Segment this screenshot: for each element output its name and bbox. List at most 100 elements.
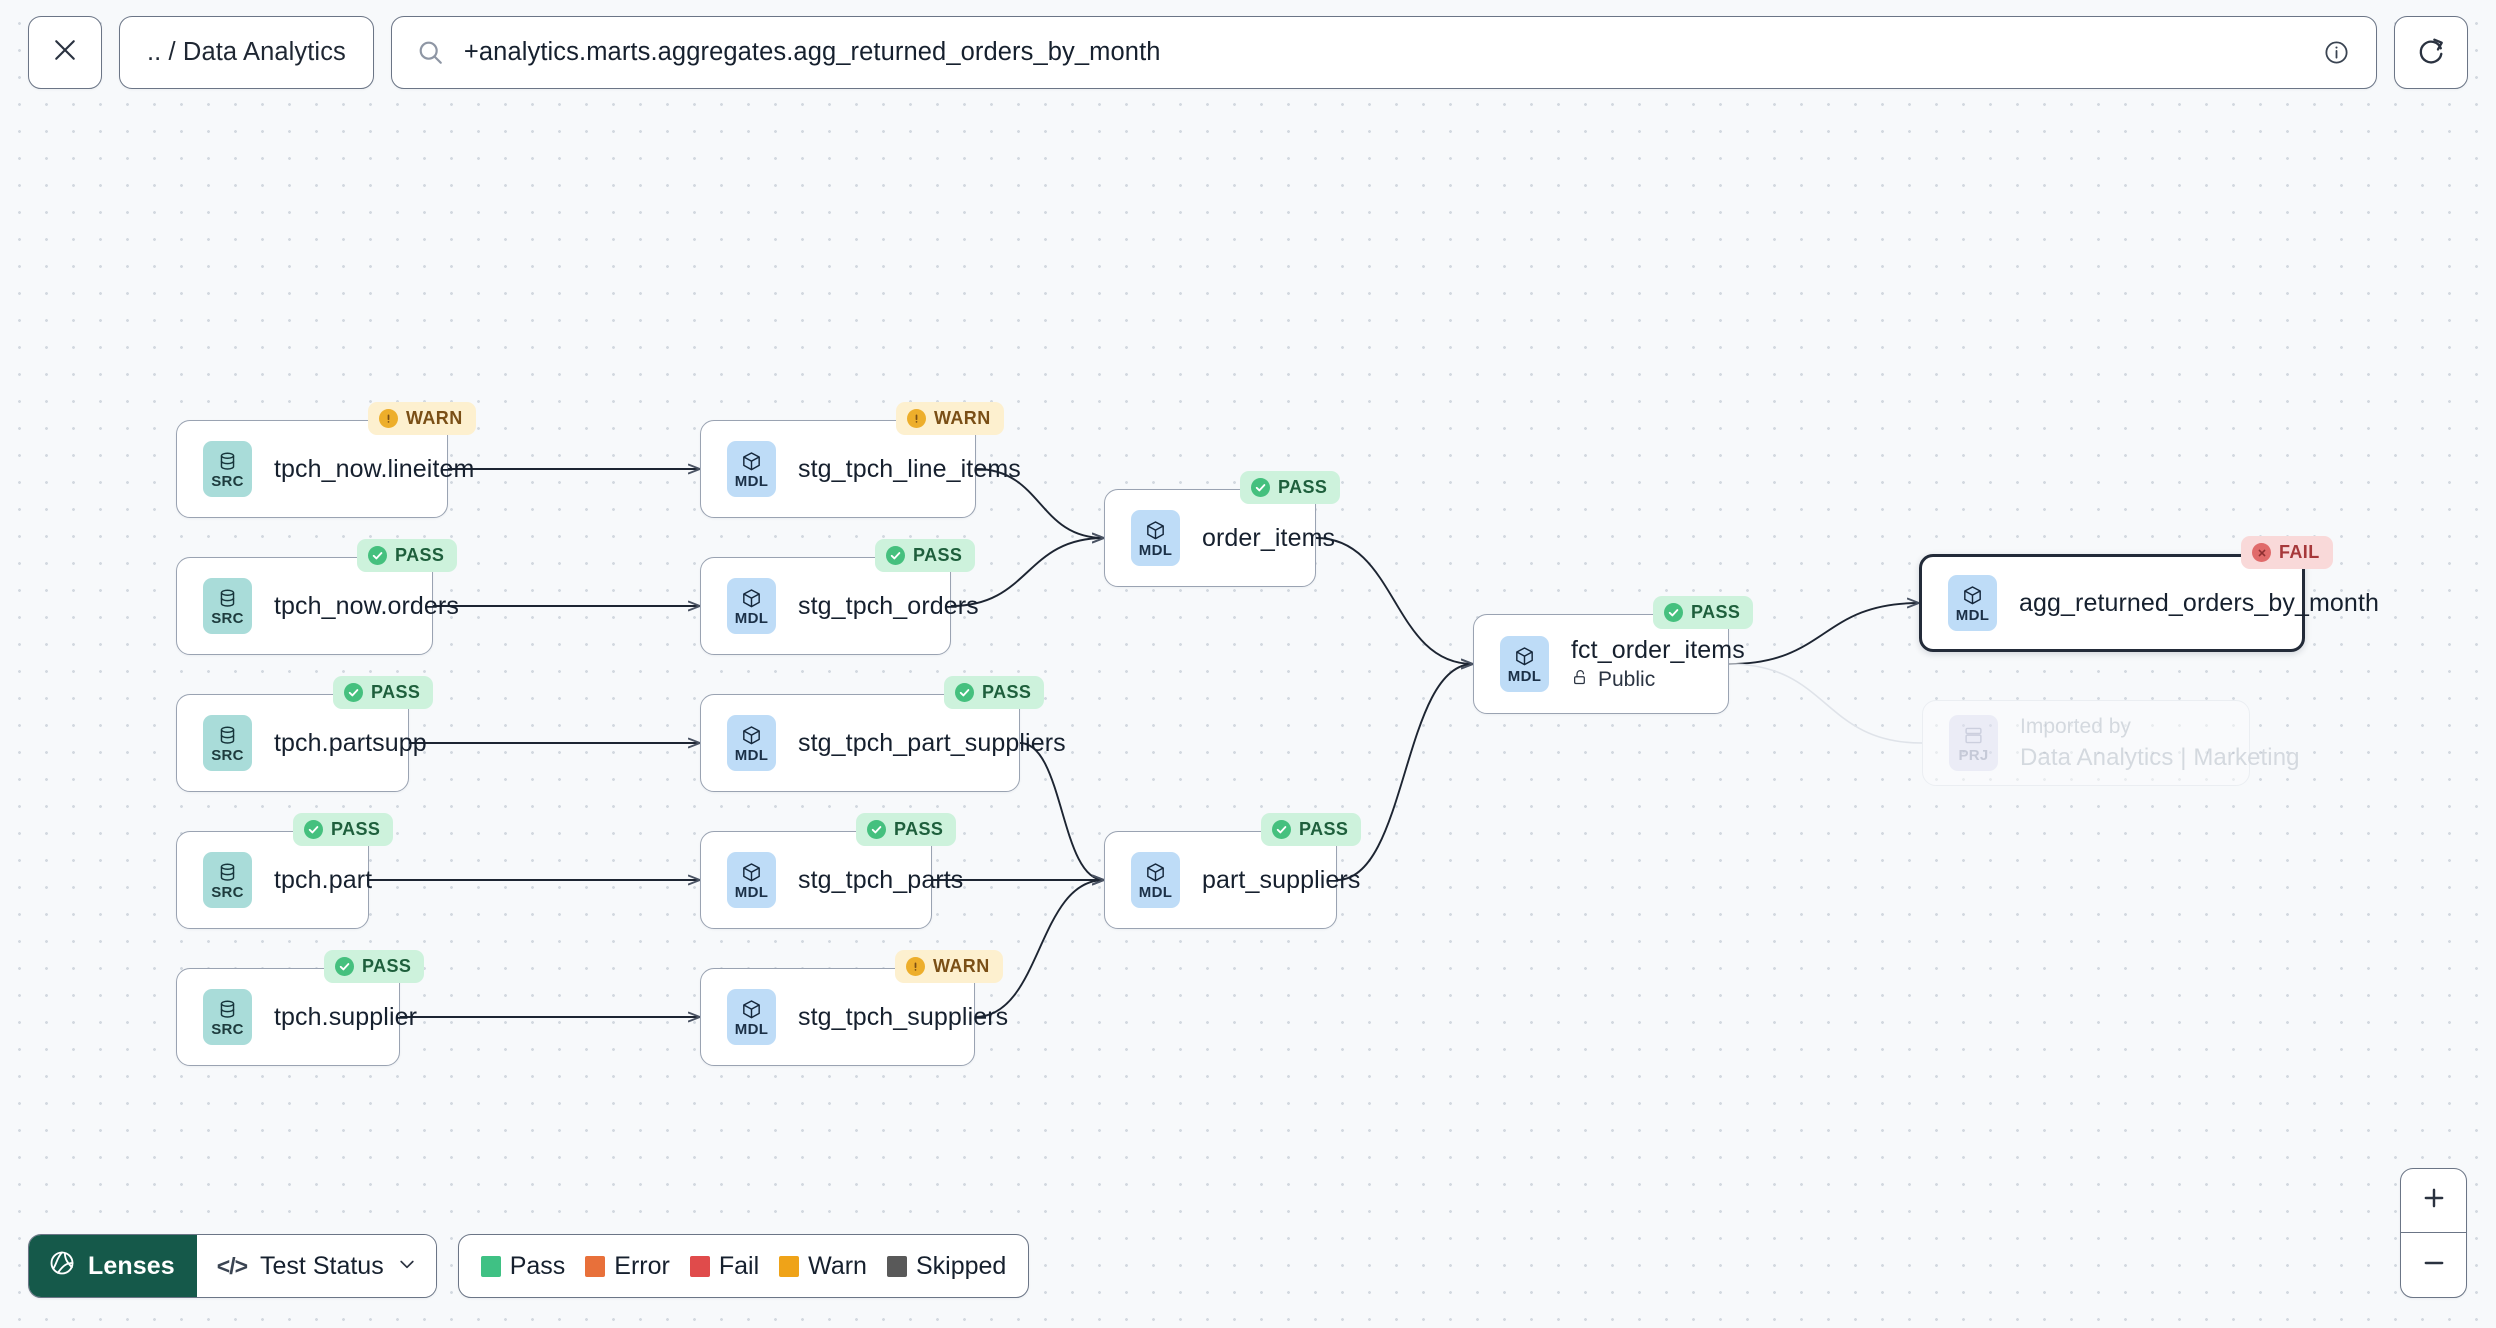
graph-node-agg_returned[interactable]: MDL agg_returned_orders_by_month bbox=[1919, 554, 2379, 652]
status-icon bbox=[1272, 820, 1291, 839]
status-label: PASS bbox=[1691, 602, 1741, 622]
node-text: fct_order_items Public bbox=[1571, 636, 1745, 693]
search-icon bbox=[416, 38, 445, 67]
legend-label: Warn bbox=[808, 1251, 867, 1280]
status-legend: Pass Error Fail Warn Skipped bbox=[457, 1234, 1030, 1298]
legend-swatch bbox=[886, 1255, 907, 1277]
graph-edge bbox=[974, 880, 1104, 1018]
status-badge-pass: PASS bbox=[324, 950, 425, 983]
node-title: tpch.partsupp bbox=[274, 728, 427, 757]
mdl-type-icon: MDL bbox=[727, 715, 776, 771]
search-bar[interactable] bbox=[390, 16, 2377, 89]
legend-item-pass[interactable]: Pass bbox=[480, 1251, 566, 1281]
status-label: PASS bbox=[1278, 477, 1328, 497]
lens-group: Lenses </> Test Status bbox=[28, 1234, 437, 1298]
node-text: order_items bbox=[1202, 524, 1335, 553]
mdl-type-icon: MDL bbox=[1948, 575, 1997, 631]
info-icon[interactable] bbox=[2323, 39, 2350, 66]
graph-edge bbox=[950, 538, 1104, 607]
status-icon bbox=[955, 683, 974, 702]
node-text: stg_tpch_orders bbox=[798, 592, 979, 621]
mdl-type-icon: MDL bbox=[727, 441, 776, 497]
node-title: agg_returned_orders_by_month bbox=[2019, 588, 2379, 617]
status-icon bbox=[906, 957, 925, 976]
status-badge-pass: PASS bbox=[293, 813, 394, 846]
node-title: tpch_now.orders bbox=[274, 591, 459, 620]
status-badge-pass: PASS bbox=[1240, 471, 1341, 504]
status-label: WARN bbox=[934, 408, 991, 428]
status-badge-pass: PASS bbox=[357, 539, 458, 572]
legend-label: Pass bbox=[509, 1251, 566, 1280]
src-type-icon: SRC bbox=[203, 578, 252, 634]
graph-node-order_items[interactable]: MDL order_items bbox=[1104, 489, 1335, 587]
status-icon bbox=[304, 820, 323, 839]
status-badge-pass: PASS bbox=[944, 676, 1045, 709]
status-badge-warn: WARN bbox=[895, 950, 1003, 983]
legend-item-warn[interactable]: Warn bbox=[779, 1252, 867, 1281]
legend-swatch bbox=[779, 1255, 800, 1277]
status-badge-pass: PASS bbox=[1653, 596, 1754, 629]
graph-node-src_orders[interactable]: SRC tpch_now.orders bbox=[176, 557, 459, 655]
status-label: PASS bbox=[331, 819, 381, 839]
status-label: PASS bbox=[913, 545, 963, 565]
mdl-type-icon: MDL bbox=[1500, 636, 1549, 692]
node-text: tpch.partsupp bbox=[274, 728, 427, 758]
graph-node-part_suppliers[interactable]: MDL part_suppliers bbox=[1104, 831, 1361, 929]
mdl-type-icon: MDL bbox=[1131, 510, 1180, 566]
node-title: stg_tpch_line_items bbox=[798, 454, 1021, 483]
bottom-toolbar: Lenses </> Test Status Pass Error Fail Warn… bbox=[28, 1234, 1030, 1298]
breadcrumb[interactable]: .. / Data Analytics bbox=[119, 16, 374, 89]
status-label: PASS bbox=[1299, 819, 1349, 839]
src-type-icon: SRC bbox=[203, 852, 252, 908]
zoom-in-button[interactable] bbox=[2401, 1169, 2466, 1233]
legend-swatch bbox=[689, 1255, 710, 1277]
node-text: stg_tpch_line_items bbox=[798, 454, 1021, 484]
lenses-button[interactable]: Lenses bbox=[29, 1235, 197, 1297]
node-text: part_suppliers bbox=[1202, 865, 1361, 895]
status-label: FAIL bbox=[2279, 542, 2320, 562]
status-label: WARN bbox=[933, 956, 990, 976]
status-icon bbox=[368, 546, 387, 565]
refresh-button[interactable] bbox=[2394, 16, 2468, 89]
graph-node-fct_order_items[interactable]: MDL fct_order_items Public bbox=[1473, 614, 1745, 714]
status-badge-pass: PASS bbox=[875, 539, 976, 572]
node-text: agg_returned_orders_by_month bbox=[2019, 588, 2379, 618]
test-status-dropdown[interactable]: </> Test Status bbox=[196, 1235, 436, 1297]
status-badge-pass: PASS bbox=[1261, 813, 1362, 846]
node-title: stg_tpch_part_suppliers bbox=[798, 728, 1066, 757]
node-title: part_suppliers bbox=[1202, 865, 1361, 894]
src-type-icon: SRC bbox=[203, 441, 252, 497]
node-text: tpch.supplier bbox=[274, 1002, 418, 1032]
status-badge-fail: FAIL bbox=[2241, 536, 2333, 569]
node-text: tpch_now.orders bbox=[274, 591, 459, 621]
legend-swatch bbox=[480, 1255, 501, 1277]
graph-node-stg_line_items[interactable]: MDL stg_tpch_line_items bbox=[700, 420, 1021, 518]
graph-node-stg_orders[interactable]: MDL stg_tpch_orders bbox=[700, 557, 979, 655]
search-input[interactable] bbox=[463, 38, 2304, 67]
legend-item-skipped[interactable]: Skipped bbox=[886, 1252, 1006, 1281]
graph-node-stg_part_sup[interactable]: MDL stg_tpch_part_suppliers bbox=[700, 694, 1066, 792]
node-title: tpch_now.lineitem bbox=[274, 454, 475, 483]
graph-node-src_lineitem[interactable]: SRC tpch_now.lineitem bbox=[176, 420, 475, 518]
mdl-type-icon: MDL bbox=[1131, 852, 1180, 908]
status-icon bbox=[907, 409, 926, 428]
status-badge-warn: WARN bbox=[368, 402, 476, 435]
status-badge-warn: WARN bbox=[896, 402, 1004, 435]
legend-item-fail[interactable]: Fail bbox=[689, 1252, 759, 1281]
close-button[interactable] bbox=[28, 16, 102, 89]
mdl-type-icon: MDL bbox=[727, 578, 776, 634]
legend-swatch bbox=[585, 1255, 606, 1277]
node-title: tpch.supplier bbox=[274, 1002, 418, 1031]
legend-item-error[interactable]: Error bbox=[585, 1252, 670, 1281]
status-label: PASS bbox=[362, 956, 412, 976]
zoom-out-button[interactable] bbox=[2401, 1233, 2466, 1297]
